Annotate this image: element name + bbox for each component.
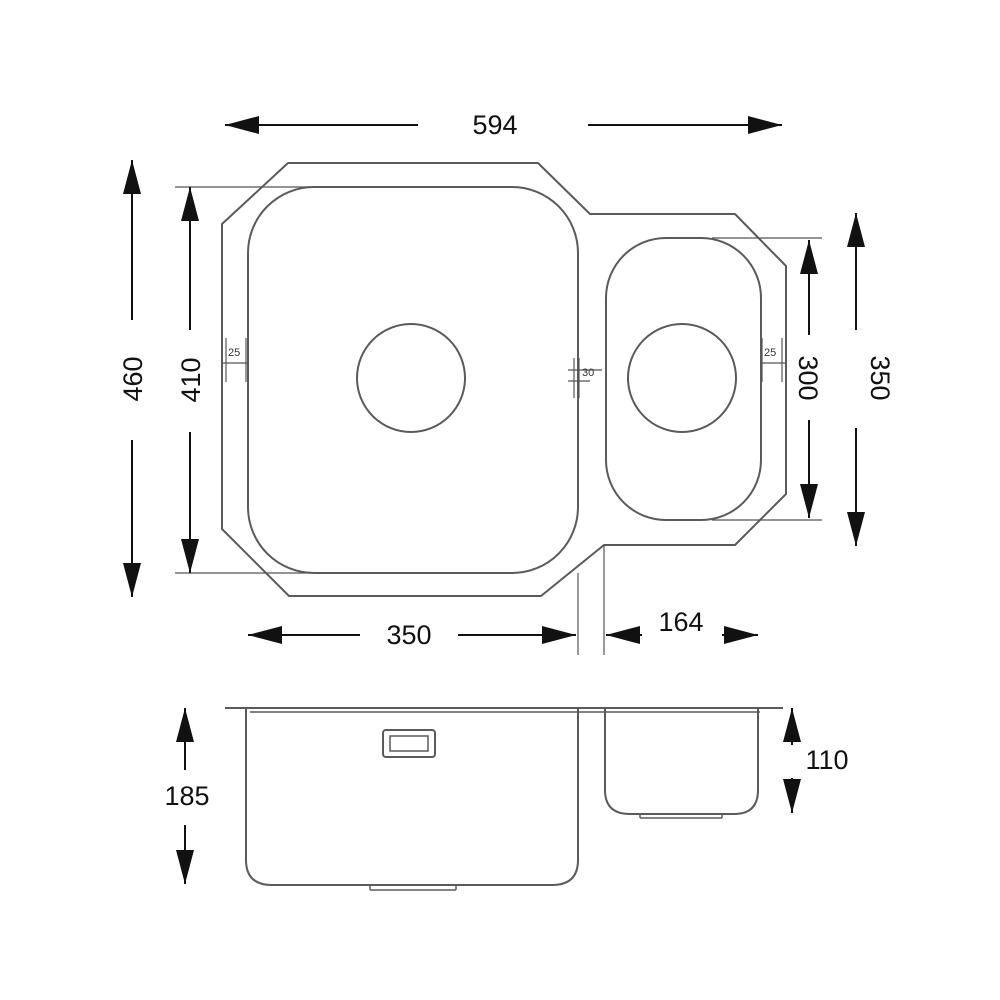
side-view-main-bowl <box>245 708 579 886</box>
side-view-small-bowl <box>604 708 759 815</box>
small-bowl-width-label: 164 <box>658 607 703 637</box>
main-bowl-height-dimension: 185 <box>164 708 210 884</box>
small-unit-depth-dimension: 350 <box>847 213 895 546</box>
overall-width-label: 594 <box>472 110 517 140</box>
main-bowl-width-dimension: 350 <box>248 620 576 650</box>
right-margin-label: 25 <box>764 347 776 359</box>
main-bowl-outline <box>247 186 579 574</box>
small-unit-depth-label: 350 <box>865 355 895 400</box>
plan-view: 25 30 25 594 460 <box>118 110 895 655</box>
side-view: 185 110 <box>164 707 849 891</box>
overall-depth-label: 460 <box>118 356 148 401</box>
divider-gap-dimension: 30 <box>568 358 602 398</box>
main-bowl-depth-label: 410 <box>176 357 206 402</box>
right-margin-dimension: 25 <box>760 338 786 382</box>
main-bowl-height-label: 185 <box>164 781 209 811</box>
side-view-overflow-slot <box>382 729 436 758</box>
overall-width-dimension: 594 <box>225 110 782 140</box>
small-bowl-height-label: 110 <box>805 745 848 775</box>
small-bowl-width-dimension: 164 <box>606 607 758 644</box>
sink-outer-outline <box>221 162 787 597</box>
small-bowl-drain <box>627 323 737 433</box>
small-bowl-outline <box>605 237 762 521</box>
divider-gap-label: 30 <box>582 367 594 379</box>
main-bowl-depth-dimension: 410 <box>175 186 310 574</box>
main-bowl-width-label: 350 <box>386 620 431 650</box>
left-margin-dimension: 25 <box>222 338 248 382</box>
main-bowl-drain <box>356 323 466 433</box>
overall-depth-dimension: 460 <box>118 160 148 597</box>
small-bowl-depth-label: 300 <box>793 355 823 400</box>
small-bowl-depth-dimension: 300 <box>712 237 823 521</box>
left-margin-label: 25 <box>228 347 240 359</box>
small-bowl-height-dimension: 110 <box>783 708 849 813</box>
